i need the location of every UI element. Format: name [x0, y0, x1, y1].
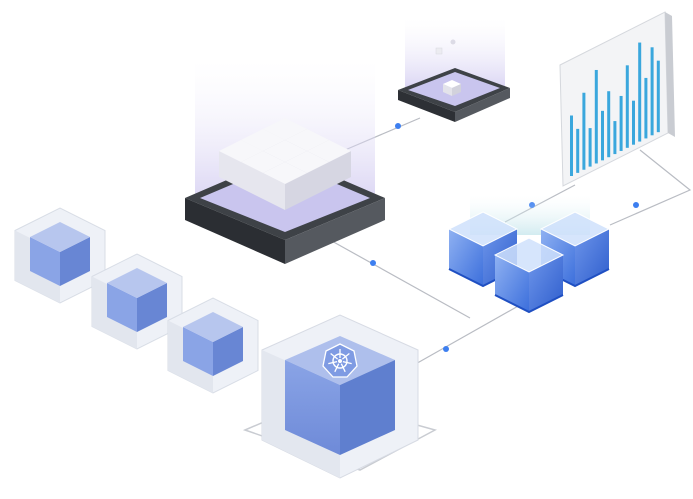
chart-bar	[632, 100, 635, 145]
small-box-icon	[443, 80, 461, 96]
chart-bar	[625, 65, 629, 148]
connector-dot	[395, 123, 401, 129]
glass-cube-cluster	[447, 195, 611, 314]
connector-dot	[370, 260, 376, 266]
chart-bar	[582, 92, 586, 170]
storage-platform	[185, 60, 385, 264]
chart-bar	[644, 77, 648, 139]
chart-bar	[650, 47, 654, 136]
inner-cube	[183, 312, 243, 376]
connector-dot	[633, 202, 639, 208]
chart-bar	[601, 110, 604, 161]
box-grid	[219, 118, 351, 210]
small-module-platform	[398, 18, 510, 122]
connector-core-to-cluster	[404, 304, 521, 371]
analytics-chart-panel	[559, 11, 675, 187]
kubernetes-core-node	[242, 314, 438, 479]
connector-platform-to-core	[329, 239, 471, 319]
chart-bar	[588, 128, 592, 167]
chart-bar	[656, 60, 660, 133]
kubernetes-helm-wheel-icon	[322, 343, 358, 378]
node-cube	[14, 207, 106, 304]
connector-chart-right	[609, 149, 692, 226]
chart-bar	[638, 42, 642, 142]
chart-bar	[576, 128, 580, 173]
inner-cube	[107, 268, 167, 332]
inner-cube	[30, 222, 90, 286]
node-cube	[91, 253, 183, 350]
chart-bar	[607, 91, 611, 158]
left-node-cubes	[14, 207, 259, 394]
chart-bars	[570, 42, 660, 176]
storage-box	[263, 162, 307, 210]
connector-dot	[443, 346, 449, 352]
chart-bar	[619, 95, 623, 151]
chart-bar	[594, 69, 598, 164]
glass-cube	[493, 237, 565, 314]
chart-bar	[613, 121, 617, 155]
chart-bar	[570, 115, 573, 176]
node-cube	[167, 297, 259, 394]
